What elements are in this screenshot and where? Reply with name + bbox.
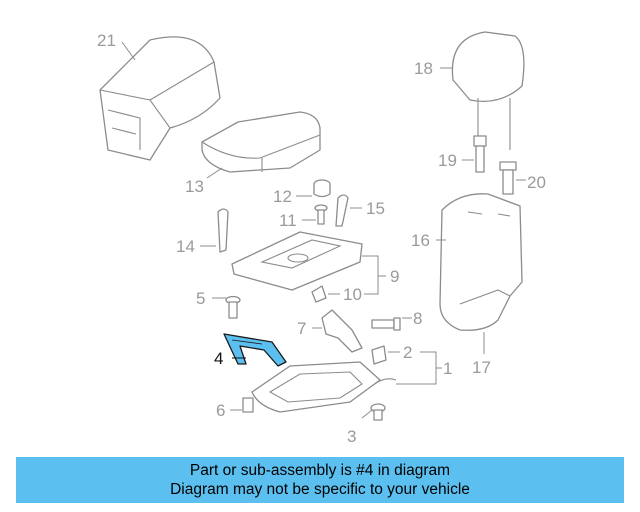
leader-13 (206, 167, 223, 179)
callout-13: 13 (185, 177, 204, 196)
banner-line-2: Diagram may not be specific to your vehi… (170, 481, 470, 498)
leader-3 (361, 409, 373, 419)
callout-6: 6 (216, 401, 225, 420)
callout-17: 17 (472, 358, 491, 377)
part-12-cap[interactable] (313, 179, 331, 198)
callout-14: 14 (176, 237, 195, 256)
callout-4: 4 (214, 349, 223, 368)
part-16-seat-back[interactable] (439, 193, 523, 331)
part-10-clip[interactable] (311, 285, 327, 303)
part-3-bolt[interactable] (370, 403, 386, 421)
info-banner: Part or sub-assembly is #4 in diagram Di… (16, 457, 624, 503)
callout-15: 15 (366, 199, 385, 218)
part-5-bolt[interactable] (225, 295, 241, 319)
callout-2: 2 (403, 343, 412, 362)
part-14-strap[interactable] (217, 208, 229, 253)
part-13-armrest-lid[interactable] (201, 111, 321, 173)
leader-21 (121, 41, 136, 61)
callout-1: 1 (443, 359, 452, 378)
callout-5: 5 (196, 289, 205, 308)
part-19-guide[interactable] (473, 135, 487, 173)
callout-8: 8 (413, 309, 422, 328)
part-18-headrest[interactable] (451, 31, 525, 150)
part-15-strap[interactable] (335, 194, 349, 227)
callout-10: 10 (343, 285, 362, 304)
parts-diagram: 21 13 18 19 20 16 17 12 (97, 31, 546, 446)
callout-7: 7 (297, 319, 306, 338)
part-2-clip[interactable] (371, 345, 387, 365)
callout-3: 3 (347, 427, 356, 446)
part-8-bolt[interactable] (371, 317, 401, 331)
part-9-tray[interactable] (231, 231, 363, 291)
callout-11: 11 (279, 211, 297, 230)
callout-21: 21 (97, 31, 116, 50)
callout-9: 9 (390, 267, 399, 286)
callout-16: 16 (411, 231, 430, 250)
part-6-nut[interactable] (242, 397, 254, 413)
part-1-base[interactable] (251, 361, 397, 413)
part-11-screw[interactable] (314, 204, 328, 225)
callout-20: 20 (527, 173, 546, 192)
part-7-bracket[interactable] (321, 309, 363, 353)
leader-9 (362, 255, 386, 295)
banner-line-1: Part or sub-assembly is #4 in diagram (189, 462, 451, 479)
part-21-console-box[interactable] (99, 36, 221, 161)
leader-1 (396, 351, 442, 385)
callout-19: 19 (438, 151, 457, 170)
callout-18: 18 (414, 59, 433, 78)
part-20-guide[interactable] (499, 161, 517, 195)
callout-12: 12 (273, 187, 292, 206)
part-4-bracket-highlighted[interactable] (223, 333, 287, 367)
